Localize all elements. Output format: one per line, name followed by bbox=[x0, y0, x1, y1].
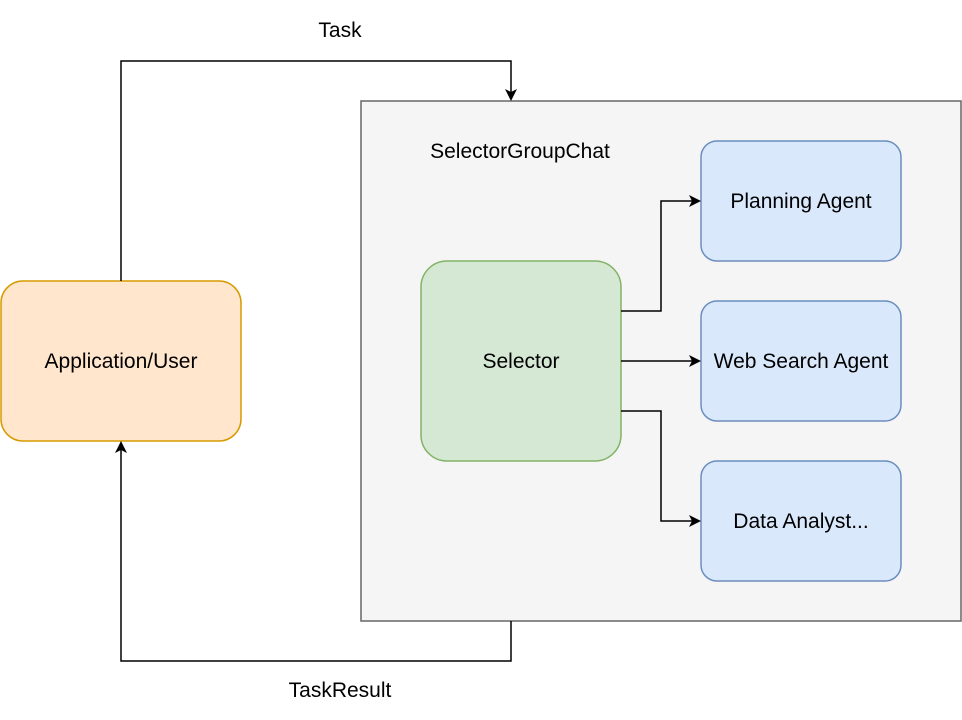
task-result-edge bbox=[115, 441, 512, 662]
group-title: SelectorGroupChat bbox=[430, 140, 610, 163]
selector-to-planning-edge bbox=[621, 195, 701, 312]
planning-agent-node bbox=[700, 140, 902, 262]
planning-agent-label: Planning Agent bbox=[730, 190, 871, 213]
task-label: Task bbox=[318, 19, 362, 42]
task-result-label: TaskResult bbox=[289, 679, 392, 702]
application-user-label: Application/User bbox=[45, 350, 198, 373]
selector-label: Selector bbox=[482, 350, 559, 373]
task-edge bbox=[120, 60, 517, 281]
selector-to-data-analyst-edge bbox=[621, 410, 701, 527]
web-search-agent-label: Web Search Agent bbox=[714, 350, 889, 373]
data-analyst-label: Data Analyst... bbox=[733, 510, 868, 533]
web-search-agent-node bbox=[700, 300, 902, 422]
data-analyst-node bbox=[700, 460, 902, 582]
